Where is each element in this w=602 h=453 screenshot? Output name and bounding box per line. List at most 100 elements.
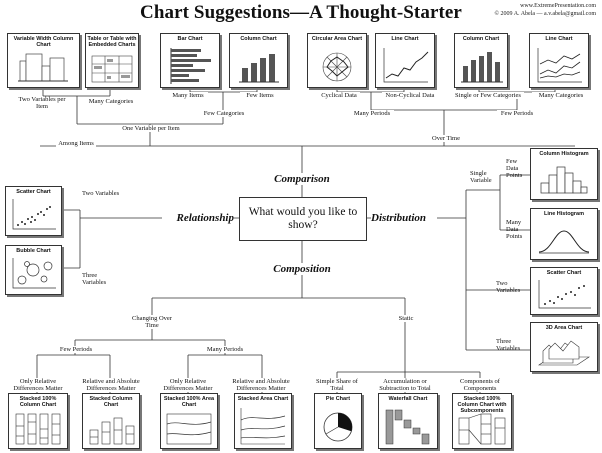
variable-width-column-chart-title: Variable Width Column Chart	[13, 36, 74, 48]
heading-relationship: Relationship	[162, 212, 234, 224]
label-many-categories: Many Categories	[88, 98, 134, 105]
label-many-items: Many Items	[168, 92, 208, 99]
label-components-of-components: Components of Components	[452, 378, 508, 392]
bubble-chart-box: Bubble Chart	[5, 245, 62, 295]
distribution-scatter-chart-icon	[538, 280, 591, 309]
circular-area-chart-title: Circular Area Chart	[311, 36, 363, 42]
label-single-or-few-categories: Single or Few Categories	[452, 92, 524, 99]
column-chart-title: Column Chart	[240, 36, 277, 42]
stacked-100-column-chart-icon	[15, 413, 61, 445]
waterfall-chart-box: Waterfall Chart	[378, 393, 438, 449]
column-chart-box: Column Chart	[229, 33, 288, 88]
label-distribution-three-variables: Three Variables	[496, 338, 521, 352]
line-chart-2-title: Line Chart	[545, 36, 573, 42]
stacked-100-area-chart-icon	[166, 413, 212, 445]
label-few-data-points: Few Data Points	[506, 158, 523, 179]
scatter-chart-box: Scatter Chart	[5, 186, 62, 236]
label-relative-absolute-1: Relative and Absolute Differences Matter	[78, 378, 144, 392]
3d-area-chart-title: 3D Area Chart	[545, 325, 583, 331]
label-few-categories: Few Categories	[196, 110, 252, 117]
website-text: www.ExtremePresentation.com	[520, 3, 596, 9]
stacked-area-chart-title: Stacked Area Chart	[237, 396, 289, 402]
stacked-100-column-chart-box: Stacked 100% Column Chart	[8, 393, 68, 449]
circular-area-chart-icon	[322, 52, 352, 82]
label-distribution-two-variables: Two Variables	[496, 280, 521, 294]
pie-chart-title: Pie Chart	[325, 396, 351, 402]
label-over-time: Over Time	[428, 135, 464, 142]
table-chart-box: Table or Table with Embedded Charts	[85, 33, 139, 88]
column-chart-2-title: Column Chart	[462, 36, 500, 42]
label-simple-share: Simple Share of Total	[314, 378, 360, 392]
label-changing-over-time: Changing Over Time	[128, 315, 176, 329]
stacked-100-area-chart-title: Stacked 100% Area Chart	[163, 396, 215, 408]
credit-text: © 2009 A. Abela — a.v.abela@gmail.com	[494, 11, 596, 17]
heading-comparison: Comparison	[264, 173, 340, 185]
pie-chart-icon	[323, 412, 353, 442]
page-title: Chart Suggestions—A Thought-Starter	[140, 2, 462, 23]
table-chart-icon	[91, 55, 133, 83]
line-chart-title: Line Chart	[391, 36, 419, 42]
bubble-chart-icon	[12, 258, 56, 289]
variable-width-column-chart-box: Variable Width Column Chart	[7, 33, 80, 88]
heading-distribution: Distribution	[371, 212, 437, 224]
label-relationship-three-variables: Three Variables	[82, 272, 107, 286]
label-two-variables-per-item: Two Variables per Item	[18, 96, 66, 110]
line-chart-2-icon	[537, 48, 582, 83]
line-chart-icon	[383, 48, 429, 83]
stacked-100-area-chart-box: Stacked 100% Area Chart	[160, 393, 218, 449]
stacked-area-chart-icon	[240, 408, 286, 445]
bar-chart-title: Bar Chart	[177, 36, 203, 42]
label-many-data-points: Many Data Points	[506, 219, 523, 240]
label-static: Static	[392, 315, 420, 322]
line-histogram-box: Line Histogram	[530, 208, 598, 260]
label-only-relative-1: Only Relative Differences Matter	[12, 378, 64, 392]
label-among-items: Among Items	[56, 140, 96, 147]
label-relative-absolute-2: Relative and Absolute Differences Matter	[228, 378, 294, 392]
stacked-column-chart-icon	[89, 417, 135, 445]
distribution-scatter-chart-title: Scatter Chart	[546, 270, 582, 276]
label-only-relative-2: Only Relative Differences Matter	[162, 378, 214, 392]
center-question-text: What would you like to show?	[248, 206, 358, 231]
column-chart-2-box: Column Chart	[454, 33, 508, 88]
table-chart-title: Table or Table with Embedded Charts	[87, 36, 137, 48]
line-histogram-icon	[538, 230, 590, 254]
line-chart-2-box: Line Chart	[529, 33, 589, 88]
column-chart-icon	[239, 54, 279, 83]
variable-width-column-chart-icon	[18, 53, 68, 82]
waterfall-chart-title: Waterfall Chart	[388, 396, 428, 402]
center-question-box: What would you like to show?	[239, 197, 367, 241]
bar-chart-icon	[170, 48, 211, 84]
circular-area-chart-box: Circular Area Chart	[307, 33, 367, 88]
stacked-area-chart-box: Stacked Area Chart	[234, 393, 292, 449]
distribution-scatter-chart-box: Scatter Chart	[530, 267, 598, 315]
column-chart-2-icon	[461, 52, 503, 83]
bar-chart-box: Bar Chart	[160, 33, 220, 88]
label-accumulation: Accumulation or Subtraction to Total	[374, 378, 436, 392]
label-many-periods: Many Periods	[350, 110, 394, 117]
line-histogram-title: Line Histogram	[543, 211, 585, 217]
stacked-100-column-subcomponents-title: Stacked 100% Column Chart with Subcompon…	[457, 396, 507, 414]
line-chart-box: Line Chart	[375, 33, 435, 88]
scatter-chart-title: Scatter Chart	[16, 189, 51, 195]
heading-composition: Composition	[262, 263, 342, 275]
stacked-column-chart-title: Stacked Column Chart	[89, 396, 133, 408]
label-composition-few-periods: Few Periods	[57, 346, 95, 353]
3d-area-chart-icon	[538, 340, 590, 366]
stacked-column-chart-box: Stacked Column Chart	[82, 393, 140, 449]
label-few-items: Few Items	[240, 92, 280, 99]
3d-area-chart-box: 3D Area Chart	[530, 322, 598, 372]
scatter-chart-icon	[12, 199, 56, 230]
column-histogram-icon	[540, 166, 588, 194]
column-histogram-box: Column Histogram	[530, 148, 598, 200]
column-histogram-title: Column Histogram	[539, 151, 589, 157]
label-one-variable-per-item: One Variable per Item	[116, 125, 186, 132]
stacked-100-column-chart-title: Stacked 100% Column Chart	[19, 396, 57, 408]
stacked-100-column-subcomponents-icon	[458, 413, 506, 445]
pie-chart-box: Pie Chart	[314, 393, 362, 449]
label-few-periods: Few Periods	[497, 110, 537, 117]
label-non-cyclical-data: Non-Cyclical Data	[382, 92, 438, 99]
stacked-100-column-subcomponents-box: Stacked 100% Column Chart with Subcompon…	[452, 393, 512, 449]
label-many-categories-2: Many Categories	[532, 92, 590, 99]
label-single-variable: Single Variable	[470, 170, 492, 184]
label-relationship-two-variables: Two Variables	[82, 190, 120, 197]
